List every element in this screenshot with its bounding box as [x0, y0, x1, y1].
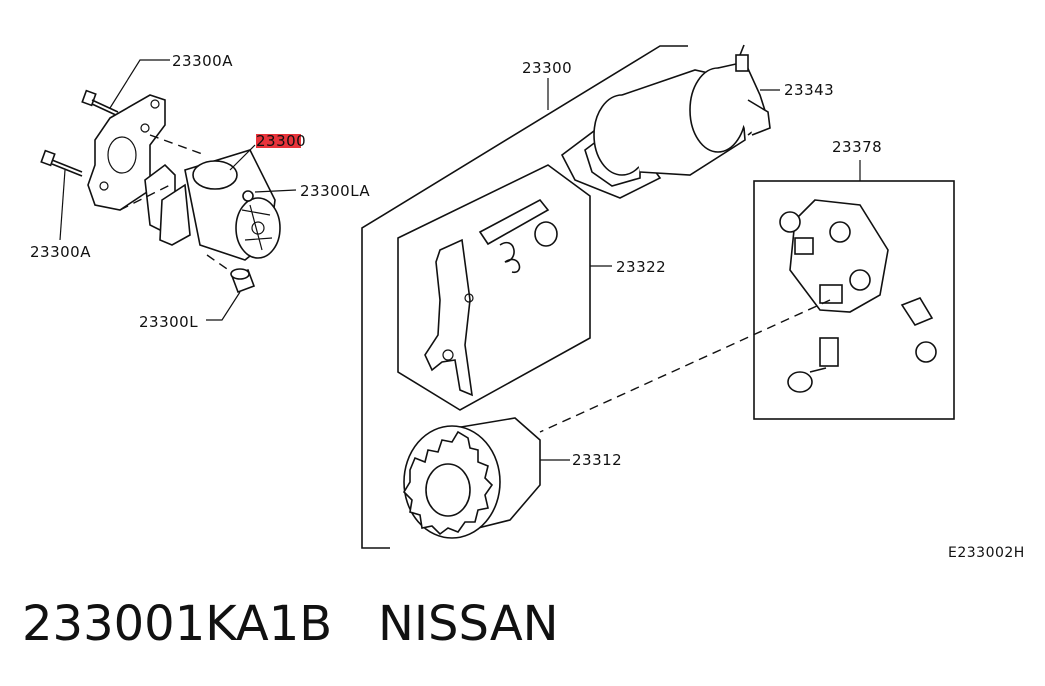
- starter-assembly-small: [40, 59, 297, 321]
- brush-holder-box: [753, 160, 955, 420]
- bolt-left-icon: [40, 149, 83, 177]
- label-23343: 23343: [784, 81, 834, 99]
- solenoid-icon: [560, 44, 780, 199]
- label-23300la: 23300LA: [300, 182, 370, 200]
- bushing-icon: [230, 268, 256, 294]
- pinion-gear-icon: [402, 417, 570, 539]
- label-23300l: 23300L: [139, 313, 198, 331]
- diagram-code: E233002H: [948, 545, 1025, 561]
- brand-name: NISSAN: [377, 596, 559, 652]
- main-assembly-frame: [361, 45, 688, 549]
- lever-kit-box: [397, 164, 612, 411]
- label-23300a-left: 23300A: [30, 243, 91, 261]
- label-23300a-top: 23300A: [172, 52, 233, 70]
- lever-icon: [424, 238, 473, 397]
- label-23378: 23378: [832, 138, 882, 156]
- part-number: 233001KA1B: [22, 596, 333, 652]
- label-23322: 23322: [616, 258, 666, 276]
- label-23300-assembly: 23300: [522, 59, 572, 77]
- parts-diagram: 23300A 23300A 23300 23300LA 23300L 23300…: [30, 44, 1025, 561]
- label-23300-highlighted[interactable]: 23300: [256, 132, 306, 150]
- caption: 233001KA1B NISSAN: [22, 596, 559, 652]
- label-23312: 23312: [572, 451, 622, 469]
- highlight-marker: [256, 134, 301, 148]
- bolt-top-icon: [81, 89, 119, 117]
